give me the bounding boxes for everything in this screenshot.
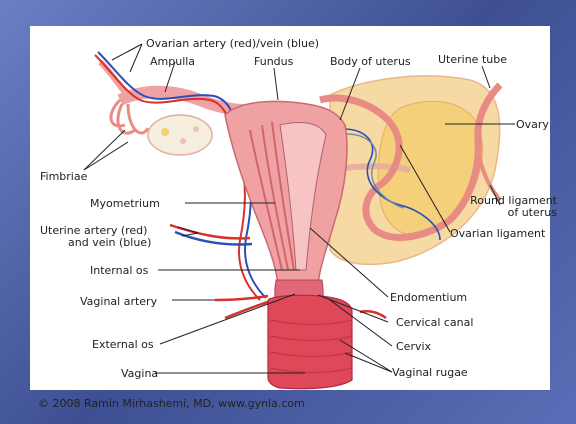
label-external-os: External os bbox=[92, 339, 154, 351]
label-vaginal-rugae: Vaginal rugae bbox=[392, 367, 468, 379]
label-body-of-uterus: Body of uterus bbox=[330, 56, 411, 68]
label-uterine-artery-2: and vein (blue) bbox=[68, 237, 151, 249]
label-internal-os: Internal os bbox=[90, 265, 148, 277]
label-endometrium: Endomentium bbox=[390, 292, 467, 304]
copyright-text: © 2008 Ramin Mirhashemi, MD, www.gynla.c… bbox=[38, 397, 305, 410]
label-ampulla: Ampulla bbox=[150, 56, 195, 68]
label-cervix: Cervix bbox=[396, 341, 431, 353]
fimbriae-shape bbox=[111, 100, 148, 133]
label-ovarian-artery-vein: Ovarian artery (red)/vein (blue) bbox=[146, 38, 319, 50]
label-fundus: Fundus bbox=[254, 56, 293, 68]
left-ovary bbox=[148, 115, 212, 155]
label-uterine-tube: Uterine tube bbox=[438, 54, 507, 66]
label-ovarian-ligament: Ovarian ligament bbox=[450, 228, 545, 240]
label-ovary: Ovary bbox=[516, 119, 549, 131]
label-fimbriae: Fimbriae bbox=[40, 171, 87, 183]
label-vagina: Vagina bbox=[121, 368, 158, 380]
label-round-ligament-2: of uterus bbox=[455, 207, 557, 219]
label-vaginal-artery: Vaginal artery bbox=[80, 296, 157, 308]
label-myometrium: Myometrium bbox=[90, 198, 160, 210]
label-cervical-canal: Cervical canal bbox=[396, 317, 473, 329]
vagina-shape bbox=[268, 295, 352, 389]
